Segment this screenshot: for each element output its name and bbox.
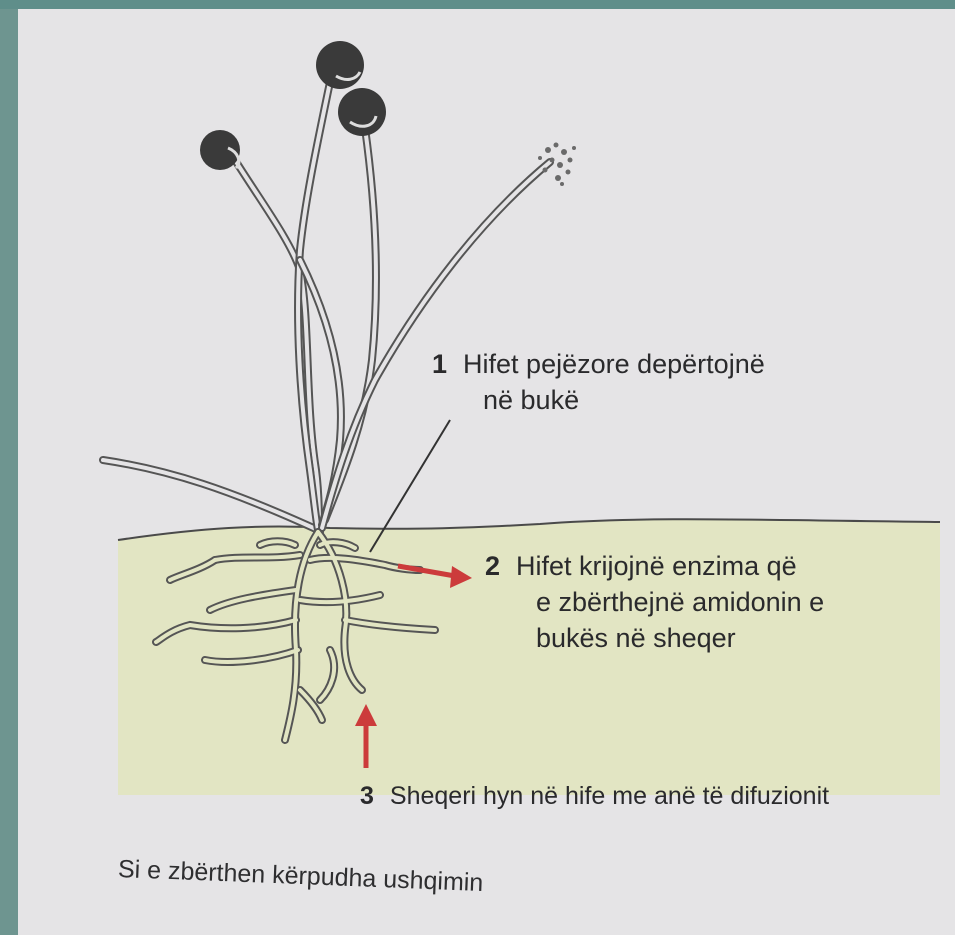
stolon-hypha: [103, 460, 318, 530]
label-3-number: 3: [360, 782, 374, 810]
label-2-line-1: Hifet krijojnë enzima që: [516, 551, 797, 581]
label-2-line-2: e zbërthejnë amidonin e: [536, 584, 824, 620]
sporangiophores: [235, 82, 550, 532]
label-2-line-3: bukës në sheqer: [536, 620, 824, 656]
label-2-number: 2: [485, 551, 500, 581]
sporangia: [200, 41, 386, 170]
label-1-line-2: në bukë: [483, 382, 765, 418]
label-1-number: 1: [432, 349, 447, 379]
label-2: 2 Hifet krijojnë enzima që e zbërthejnë a…: [485, 548, 824, 656]
label-1: 1 Hifet pejëzore depërtojnë në bukë: [432, 346, 765, 418]
label-1-line-1: Hifet pejëzore depërtojnë: [463, 349, 765, 379]
label-3-line-1: Sheqeri hyn në hife me anë të difuzionit: [390, 782, 829, 810]
label-3: 3 Sheqeri hyn në hife me anë të difuzioni…: [360, 778, 829, 814]
